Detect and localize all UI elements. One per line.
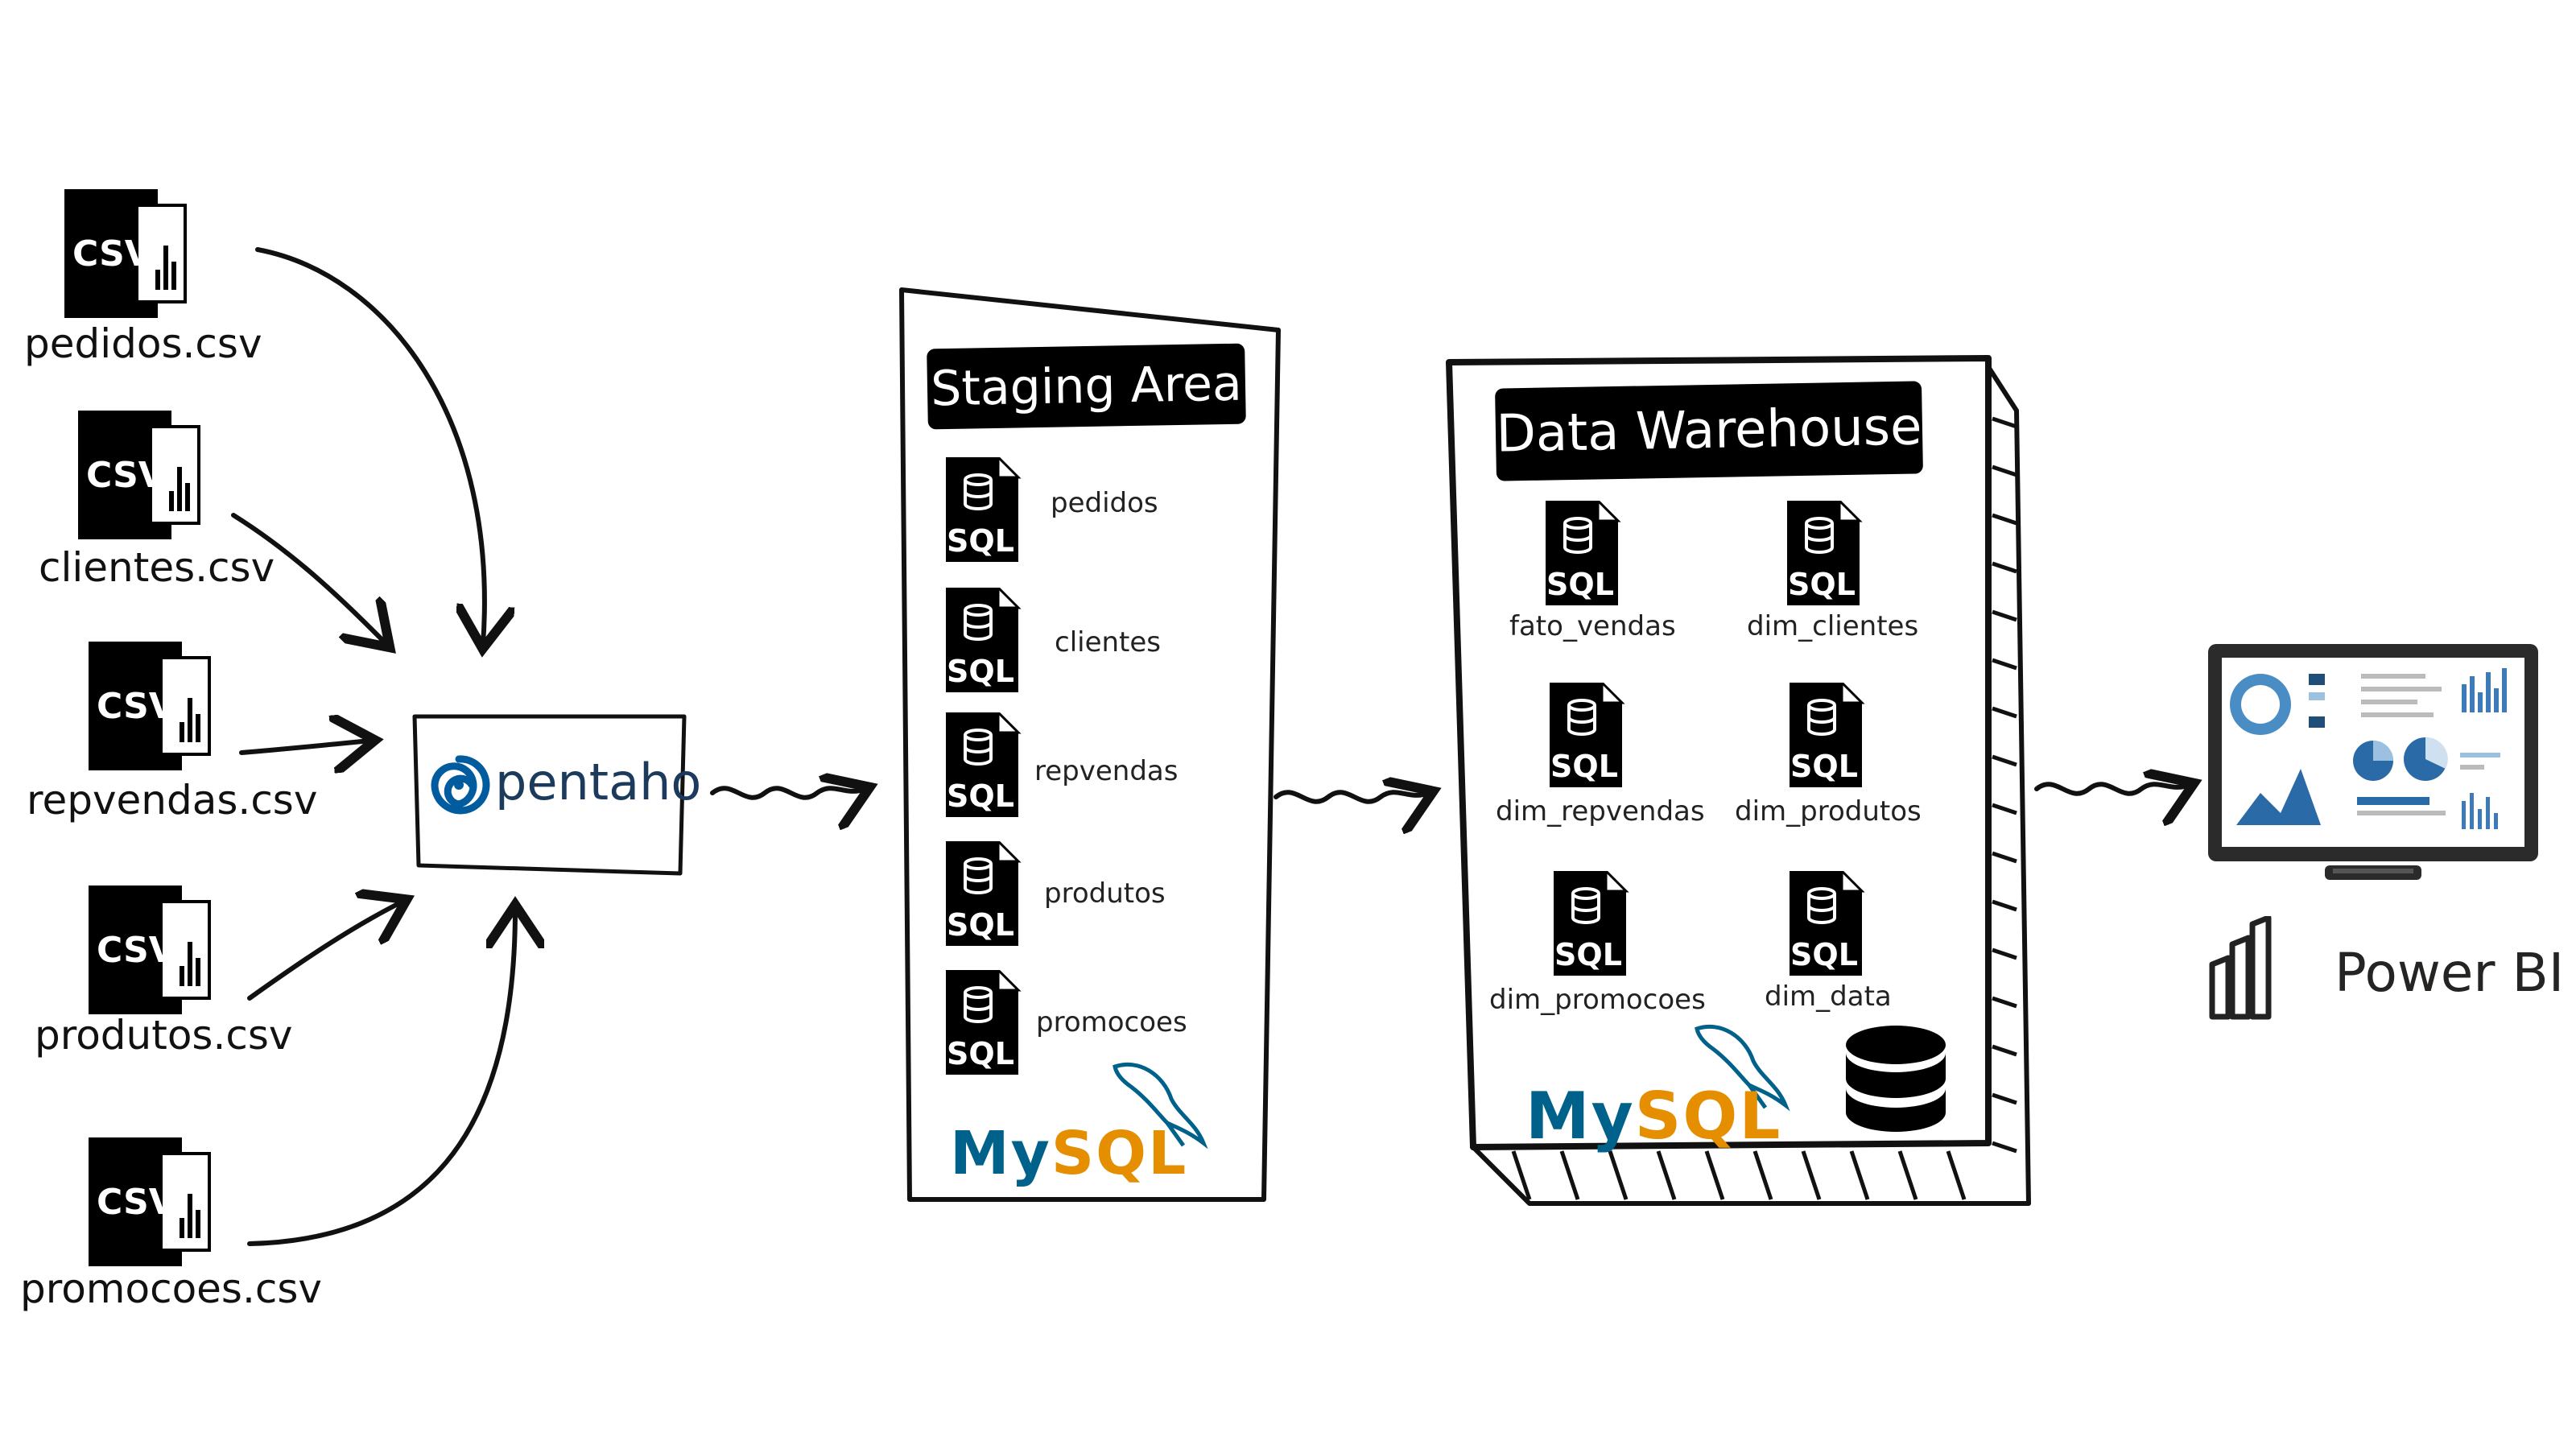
warehouse-title: Data Warehouse [1495, 381, 1923, 481]
arrow-pentaho-to-staging [710, 788, 865, 798]
arrow-repvendas-to-pentaho [239, 741, 370, 753]
csv-file-icon: CSV [64, 189, 187, 318]
staging-table-label: produtos [1044, 877, 1166, 910]
csv-file-icon: CSV [89, 1137, 211, 1266]
svg-text:SQL: SQL [1550, 749, 1618, 784]
mysql-logo-text: MySQL [950, 1119, 1188, 1188]
csv-label: repvendas.csv [27, 777, 318, 824]
warehouse-table-label: fato_vendas [1509, 610, 1676, 642]
sql-file-icon: SQL [946, 588, 1022, 692]
power-bi-logo-icon [2209, 916, 2272, 1020]
staging-table-label: clientes [1055, 626, 1162, 658]
csv-label: promocoes.csv [20, 1265, 322, 1312]
svg-text:SQL: SQL [1546, 567, 1614, 602]
csv-file-icon: CSV [78, 411, 200, 539]
svg-text:SQL: SQL [1788, 567, 1856, 602]
svg-text:SQL: SQL [947, 778, 1014, 814]
staging-table-label: pedidos [1051, 487, 1158, 519]
csv-file-icon: CSV [89, 642, 211, 770]
sql-file-icon: SQL [1546, 501, 1621, 605]
sql-file-icon: SQL [946, 970, 1022, 1075]
csv-label: clientes.csv [39, 544, 275, 591]
sql-file-icon: SQL [1787, 501, 1863, 605]
svg-text:SQL: SQL [947, 654, 1014, 689]
arrow-pedidos-to-pentaho [255, 247, 485, 644]
staging-table-label: repvendas [1034, 755, 1179, 787]
arrow-warehouse-to-bi [2034, 784, 2190, 794]
svg-text:SQL: SQL [1790, 749, 1858, 784]
pentaho-box [412, 714, 687, 876]
svg-text:CSV: CSV [97, 686, 176, 727]
sql-file-icon: SQL [946, 457, 1022, 562]
sql-file-icon: SQL [1550, 683, 1625, 787]
sql-file-icon: SQL [1790, 683, 1865, 787]
mysql-dolphin-icon [1113, 1062, 1208, 1150]
svg-text:SQL: SQL [1790, 937, 1858, 972]
svg-text:SQL: SQL [947, 1036, 1014, 1071]
staging-area-title: Staging Area [927, 343, 1246, 430]
mysql-logo: MySQL [1525, 1079, 1781, 1154]
warehouse-table-label: dim_promocoes [1489, 984, 1706, 1016]
arrow-promocoes-to-pentaho [247, 910, 515, 1246]
mysql-logo: MySQL [950, 1119, 1187, 1188]
sql-file-icon: SQL [946, 841, 1022, 946]
svg-text:SQL: SQL [947, 907, 1014, 943]
csv-file-icon: CSV [89, 886, 211, 1014]
svg-text:CSV: CSV [97, 930, 176, 971]
staging-table-label: promocoes [1036, 1006, 1187, 1038]
warehouse-table-label: dim_clientes [1747, 610, 1919, 642]
sql-file-icon: SQL [1790, 871, 1865, 976]
csv-label: pedidos.csv [24, 320, 262, 367]
warehouse-table-label: dim_produtos [1735, 795, 1922, 828]
sql-file-icon: SQL [946, 712, 1022, 817]
sql-file-icon: SQL [1554, 871, 1629, 976]
svg-text:CSV: CSV [86, 455, 166, 496]
arrow-clientes-to-pentaho [231, 513, 386, 644]
power-bi-label: Power BI [2334, 942, 2565, 1004]
database-icon [1846, 1026, 1946, 1132]
pentaho-swirl-icon [431, 755, 490, 815]
arrow-staging-to-warehouse [1274, 792, 1429, 802]
dashboard-laptop-icon [2208, 644, 2538, 880]
mysql-logo-text: MySQL [1525, 1079, 1782, 1154]
csv-label: produtos.csv [35, 1012, 293, 1059]
arrow-produtos-to-pentaho [247, 902, 402, 1001]
pentaho-logo-text: pentaho [495, 753, 702, 811]
svg-text:CSV: CSV [72, 233, 152, 275]
warehouse-table-label: dim_data [1765, 980, 1892, 1013]
svg-text:SQL: SQL [947, 523, 1014, 559]
mysql-dolphin-icon [1695, 1024, 1790, 1112]
svg-text:CSV: CSV [97, 1182, 176, 1223]
svg-text:SQL: SQL [1554, 937, 1622, 972]
warehouse-table-label: dim_repvendas [1496, 795, 1705, 828]
